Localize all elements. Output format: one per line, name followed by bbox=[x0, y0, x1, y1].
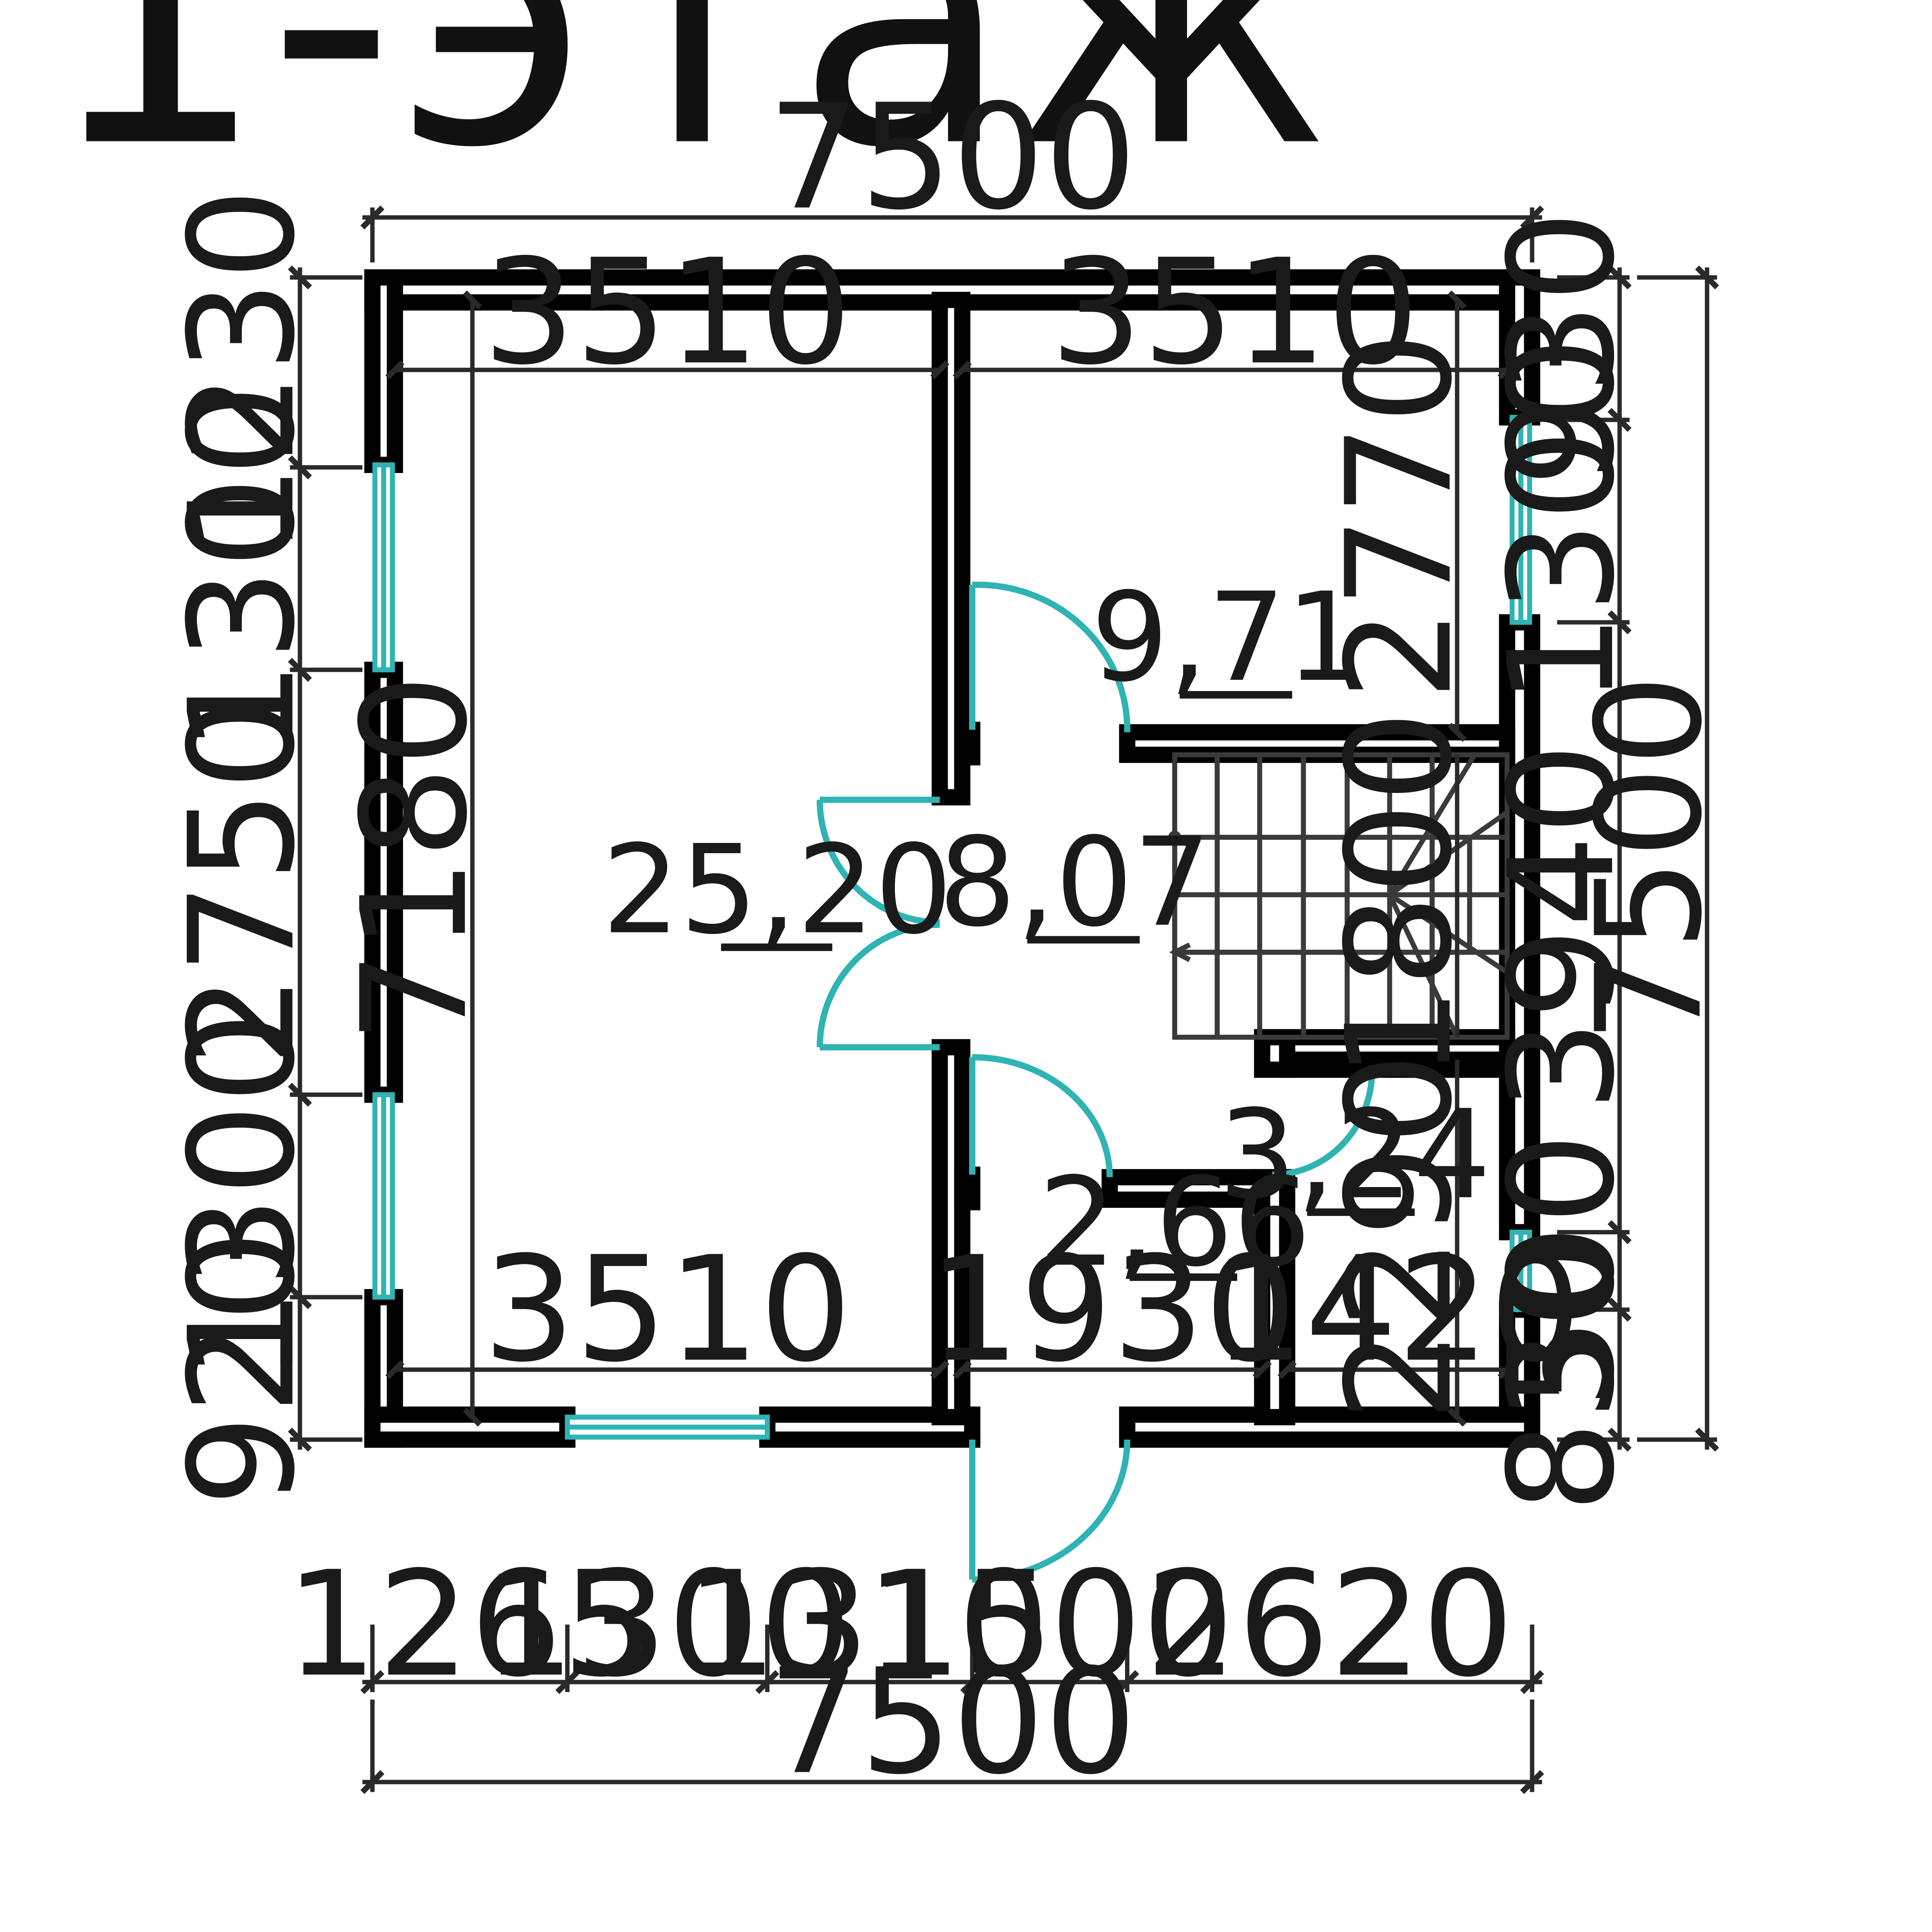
dim-overall-right: 7500 bbox=[1565, 674, 1734, 1043]
dim-right-chain-4: 830 bbox=[1478, 1236, 1646, 1513]
dim-stair-width: 1800 bbox=[1315, 710, 1484, 1079]
area-bedroom: 9,71 bbox=[1091, 566, 1364, 709]
door-bedroom-swing bbox=[972, 582, 1130, 732]
bedroom-bottom-wall bbox=[1119, 724, 1516, 763]
dim-bottom-chain-1: 1265 bbox=[286, 1540, 654, 1709]
dim-room-top-right: 3510 bbox=[1050, 228, 1419, 397]
area-toilet: 2,66 bbox=[1038, 1151, 1311, 1294]
area-hall: 8,07 bbox=[938, 811, 1211, 954]
dim-overall-top: 7500 bbox=[768, 73, 1137, 242]
dim-bottom-chain-2: 1300 bbox=[483, 1540, 852, 1709]
dim-left-chain-5: 920 bbox=[158, 1230, 327, 1507]
dim-bottom-chain-4: 1000 bbox=[865, 1540, 1234, 1709]
dimension-labels: 7500 7500 3510 3510 3510 1930 1420 1265 … bbox=[158, 73, 1734, 1806]
door-living-swing-1 bbox=[816, 800, 940, 926]
dim-room-bottom-middle: 1930 bbox=[928, 1225, 1296, 1394]
dim-right-chain-1: 930 bbox=[1478, 210, 1646, 487]
partition-left-lower bbox=[932, 1039, 971, 1425]
door-toilet-swing bbox=[972, 1054, 1113, 1177]
area-living-room: 25,20 bbox=[602, 819, 953, 961]
partition-left-upper bbox=[932, 292, 971, 805]
dim-room-height-top-right: 2770 bbox=[1315, 332, 1484, 700]
windows bbox=[372, 415, 1532, 1440]
door-entrance-swing bbox=[972, 1439, 1130, 1583]
partition-stub-1 bbox=[954, 721, 980, 766]
door-living-swing-2 bbox=[816, 921, 940, 1047]
dim-bottom-chain-5: 2620 bbox=[1145, 1540, 1514, 1709]
dim-left-chain-1: 1230 bbox=[158, 188, 327, 557]
dim-right-chain-2: 1300 bbox=[1478, 337, 1646, 705]
dim-room-height-left: 7180 bbox=[330, 674, 499, 1043]
dim-right-chain-3: 500 bbox=[1478, 1132, 1646, 1409]
dim-left-chain-2: 1300 bbox=[158, 384, 327, 753]
dim-overall-bottom: 7500 bbox=[768, 1637, 1137, 1806]
exterior-wall-bottom-3 bbox=[1119, 1406, 1541, 1448]
dim-room-bottom-left: 3510 bbox=[483, 1225, 852, 1394]
partition-stub-2 bbox=[954, 1166, 980, 1211]
doors bbox=[816, 582, 1375, 1583]
interior-dimension-lines bbox=[385, 290, 1517, 1427]
dim-stair-zone-height: 3940 bbox=[1478, 743, 1646, 1112]
door-bath-swing bbox=[1272, 1070, 1375, 1178]
bath-top-wall bbox=[1279, 1052, 1516, 1078]
exterior-dimension-lines bbox=[288, 205, 1719, 1794]
dim-room-bottom-right: 1420 bbox=[1213, 1225, 1582, 1394]
dim-room-height-bath: 2290 bbox=[1315, 1053, 1484, 1421]
dim-left-chain-4: 1300 bbox=[158, 1011, 327, 1380]
staircase bbox=[1168, 752, 1510, 1040]
floor-title: 1-этаж bbox=[43, 0, 1330, 225]
dim-left-chain-3: 2750 bbox=[158, 698, 327, 1066]
area-bathroom: 3,24 bbox=[1218, 1084, 1491, 1226]
dim-bottom-chain-3: 1315 bbox=[685, 1540, 1054, 1709]
dim-room-top-left: 3510 bbox=[483, 228, 852, 397]
room-area-labels: 25,20 8,07 9,71 3,24 2,66 bbox=[602, 566, 1491, 1293]
